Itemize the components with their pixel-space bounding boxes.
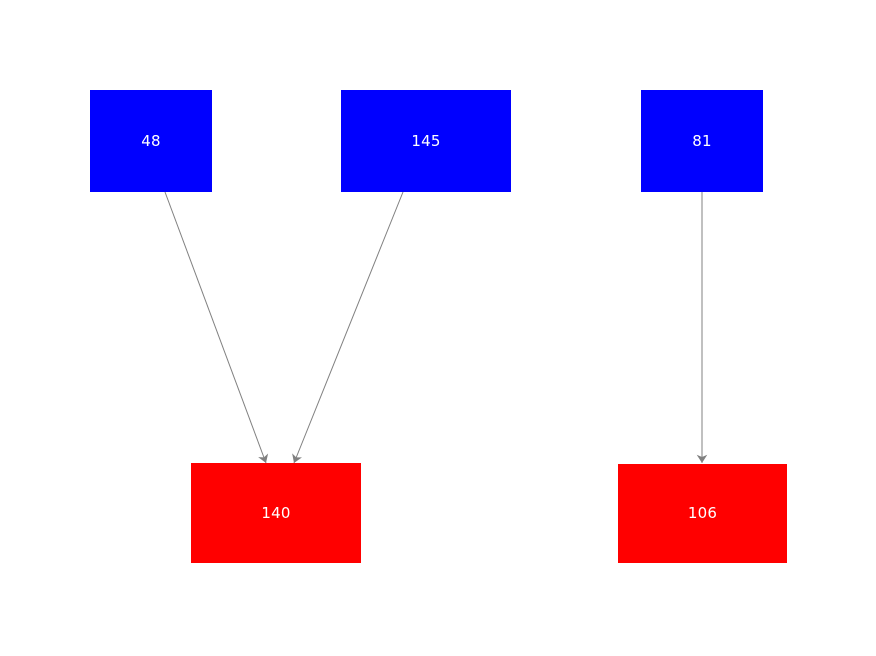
edge-145-to-140 [292,191,404,464]
edge-48-to-140 [164,191,269,464]
node-81[interactable]: 81 [641,90,763,192]
node-145[interactable]: 145 [341,90,511,192]
edge-group [164,191,708,464]
node-label-81: 81 [692,131,712,150]
node-48[interactable]: 48 [90,90,212,192]
node-label-106: 106 [687,504,718,522]
node-label-48: 48 [141,131,161,150]
node-label-140: 140 [261,503,291,522]
node-label-145: 145 [411,131,441,150]
node-106[interactable]: 106 [618,464,787,563]
node-140[interactable]: 140 [191,463,361,563]
